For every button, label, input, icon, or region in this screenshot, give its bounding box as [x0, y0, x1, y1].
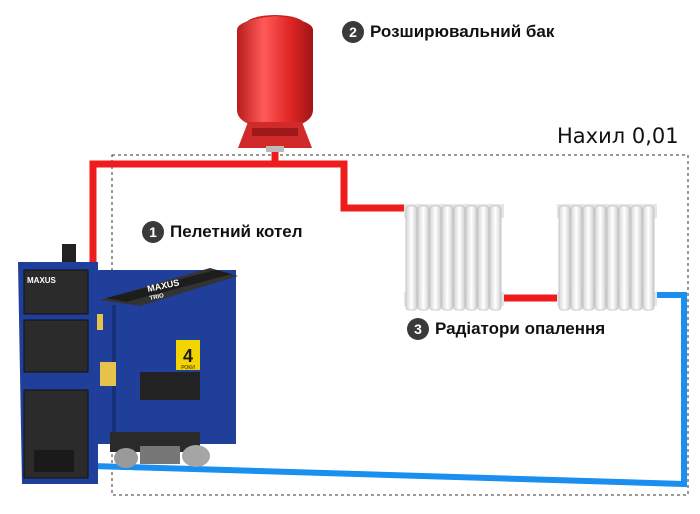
boiler-brand-front: MAXUS — [27, 276, 57, 285]
warranty-years: 4 — [183, 346, 193, 366]
return-pipe — [92, 292, 687, 488]
expansion-tank-label-text: Розширювальний бак — [370, 22, 555, 41]
expansion-tank-label: 2 Розширювальний бак — [342, 21, 554, 43]
number-badge-1: 1 — [142, 221, 164, 243]
radiators-label: 3 Радіатори опалення — [407, 318, 605, 340]
expansion-tank-image — [237, 15, 313, 152]
boiler-model: TRIO — [149, 293, 165, 302]
number-badge-2: 2 — [342, 21, 364, 43]
pellet-boiler-image: MAXUS MAXUS TRIO 4 РОКИ — [18, 244, 238, 484]
slope-label: Нахил 0,01 — [557, 124, 679, 148]
number-badge-3: 3 — [407, 318, 429, 340]
radiators-label-text: Радіатори опалення — [435, 319, 606, 338]
pellet-boiler-label: 1 Пелетний котел — [142, 221, 303, 243]
radiator-2-image — [557, 204, 657, 311]
radiator-1-image — [404, 204, 504, 311]
warranty-unit: РОКИ — [181, 365, 195, 371]
pellet-boiler-label-text: Пелетний котел — [170, 222, 303, 241]
